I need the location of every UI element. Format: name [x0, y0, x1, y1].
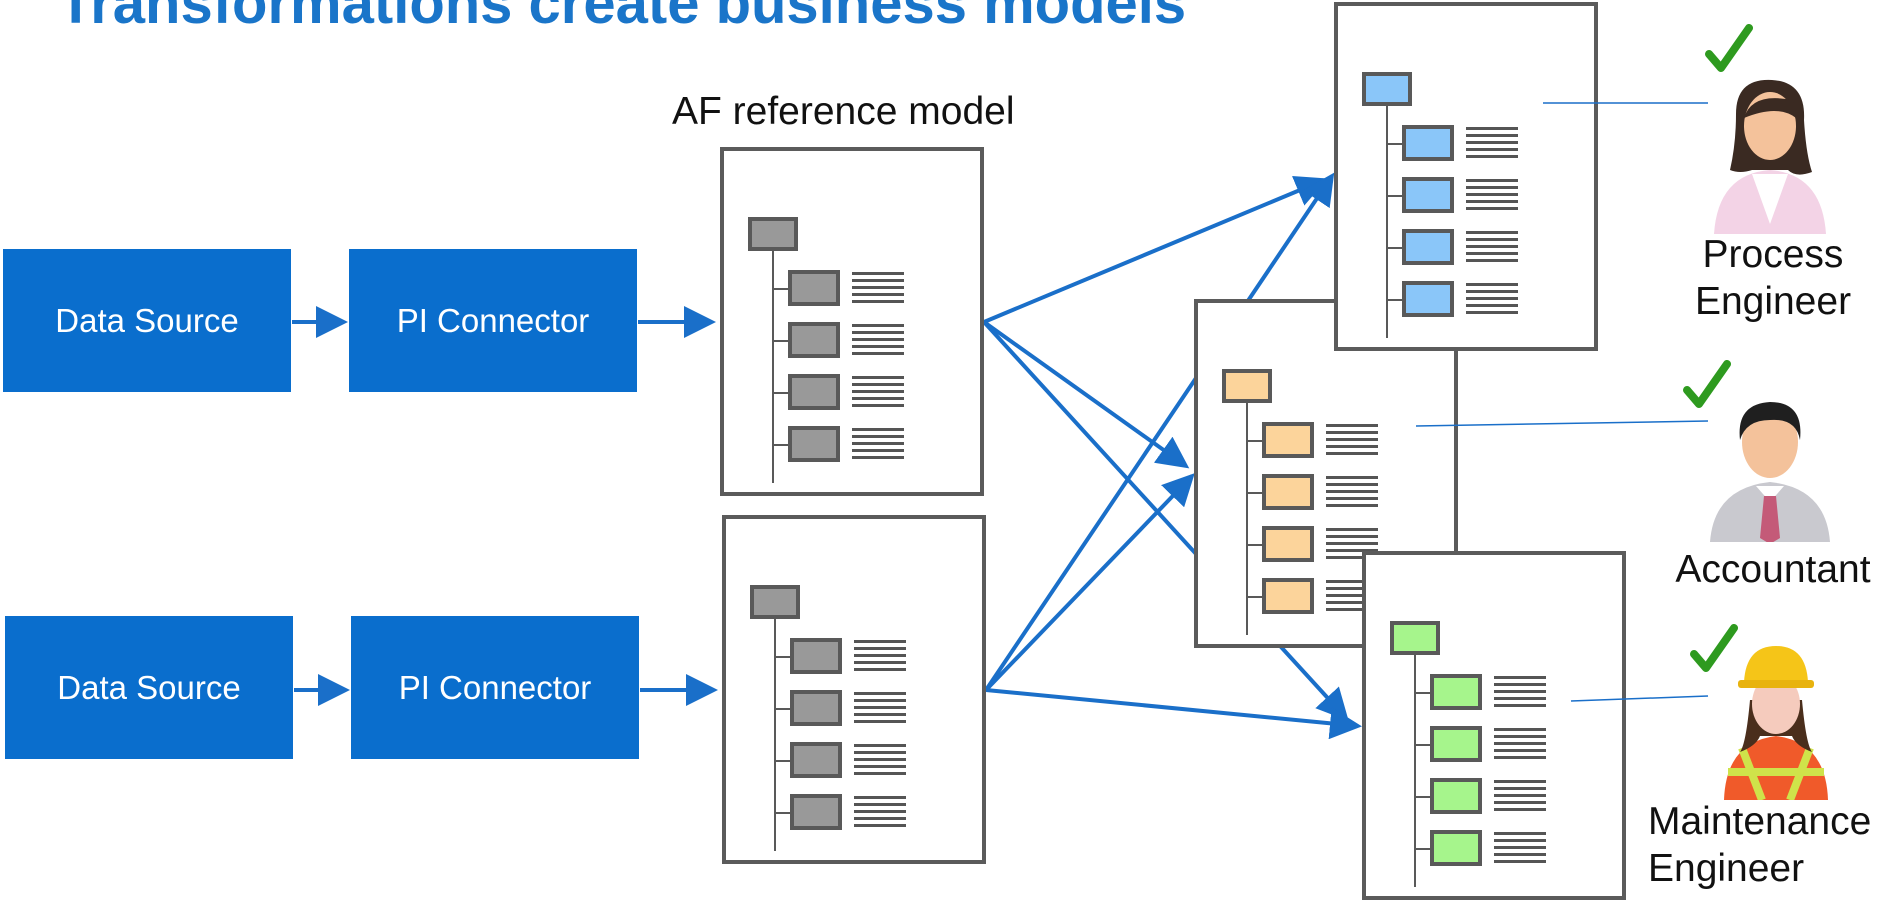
- process-engineer-model-document: [1334, 2, 1598, 351]
- data-source-label: Data Source: [55, 301, 239, 339]
- text-lines: [852, 428, 904, 462]
- maintenance-engineer-model-document: [1362, 551, 1626, 900]
- person-icon: [1714, 79, 1826, 234]
- text-lines: [1326, 424, 1378, 458]
- data-source-box-1: Data Source: [3, 249, 291, 392]
- text-lines: [1494, 832, 1546, 866]
- check-icon: [1705, 24, 1753, 72]
- check-icon: [1690, 624, 1738, 672]
- text-lines: [852, 272, 904, 306]
- tree-child-node: [788, 270, 840, 306]
- text-lines: [854, 640, 906, 674]
- tree-child-node: [790, 742, 842, 778]
- tree-root-node: [1222, 369, 1272, 403]
- role-label-maintenance-engineer: Maintenance Engineer: [1648, 800, 1872, 890]
- tree-child-node: [1430, 778, 1482, 814]
- text-lines: [854, 744, 906, 778]
- check-icon: [1683, 360, 1731, 408]
- tree-child-node: [788, 322, 840, 358]
- text-lines: [1326, 476, 1378, 510]
- tree-child-node: [788, 426, 840, 462]
- pi-connector-label: PI Connector: [396, 301, 590, 339]
- reference-model-label: AF reference model: [672, 90, 1015, 133]
- arrow-ref1-to-maintenance-model: [982, 320, 1349, 721]
- tree-child-node: [790, 794, 842, 830]
- pi-connector-box-1: PI Connector: [349, 249, 637, 392]
- text-lines: [854, 796, 906, 830]
- tree-child-node: [1262, 526, 1314, 562]
- tree-child-node: [1402, 229, 1454, 265]
- reference-model-document-2: [722, 515, 986, 864]
- tree-root-node: [1390, 621, 1440, 655]
- connector-maintenance-engineer: [1570, 695, 1709, 702]
- page-title: Transformations create business models: [58, 0, 1187, 36]
- tree-child-node: [1262, 474, 1314, 510]
- text-lines: [1466, 127, 1518, 161]
- tree-child-node: [1430, 674, 1482, 710]
- arrow-ref2-to-maintenance-model: [985, 688, 1362, 740]
- tree-child-node: [1262, 422, 1314, 458]
- tree-child-node: [1430, 830, 1482, 866]
- tree-child-node: [1402, 281, 1454, 317]
- text-lines: [1466, 231, 1518, 265]
- pi-connector-box-2: PI Connector: [351, 616, 639, 759]
- accountant-model-document: [1194, 299, 1458, 648]
- tree-child-node: [790, 690, 842, 726]
- tree-child-node: [1402, 177, 1454, 213]
- arrow-ref2-to-process-model: [984, 172, 1335, 692]
- tree-child-node: [1402, 125, 1454, 161]
- text-lines: [1494, 728, 1546, 762]
- arrow-ref1-to-process-model: [983, 176, 1328, 324]
- data-source-label: Data Source: [57, 668, 241, 706]
- text-lines: [852, 324, 904, 358]
- person-icon: [1710, 402, 1830, 542]
- role-label-accountant: Accountant: [1675, 548, 1871, 591]
- text-lines: [1494, 676, 1546, 710]
- tree-child-node: [788, 374, 840, 410]
- text-lines: [852, 376, 904, 410]
- text-lines: [854, 692, 906, 726]
- tree-root-node: [1362, 72, 1412, 106]
- tree-root-node: [750, 585, 800, 619]
- role-label-process-engineer: Process Engineer: [1694, 233, 1852, 323]
- tree-root-node: [748, 217, 798, 251]
- person-icon: [1724, 646, 1828, 800]
- data-source-box-2: Data Source: [5, 616, 293, 759]
- text-lines: [1466, 283, 1518, 317]
- reference-model-document-1: [720, 147, 984, 496]
- tree-child-node: [1430, 726, 1482, 762]
- pi-connector-label: PI Connector: [398, 668, 592, 706]
- tree-child-node: [790, 638, 842, 674]
- text-lines: [1494, 780, 1546, 814]
- arrow-ref2-to-accountant-model: [984, 473, 1195, 692]
- text-lines: [1466, 179, 1518, 213]
- tree-child-node: [1262, 578, 1314, 614]
- connector-accountant: [1415, 420, 1709, 427]
